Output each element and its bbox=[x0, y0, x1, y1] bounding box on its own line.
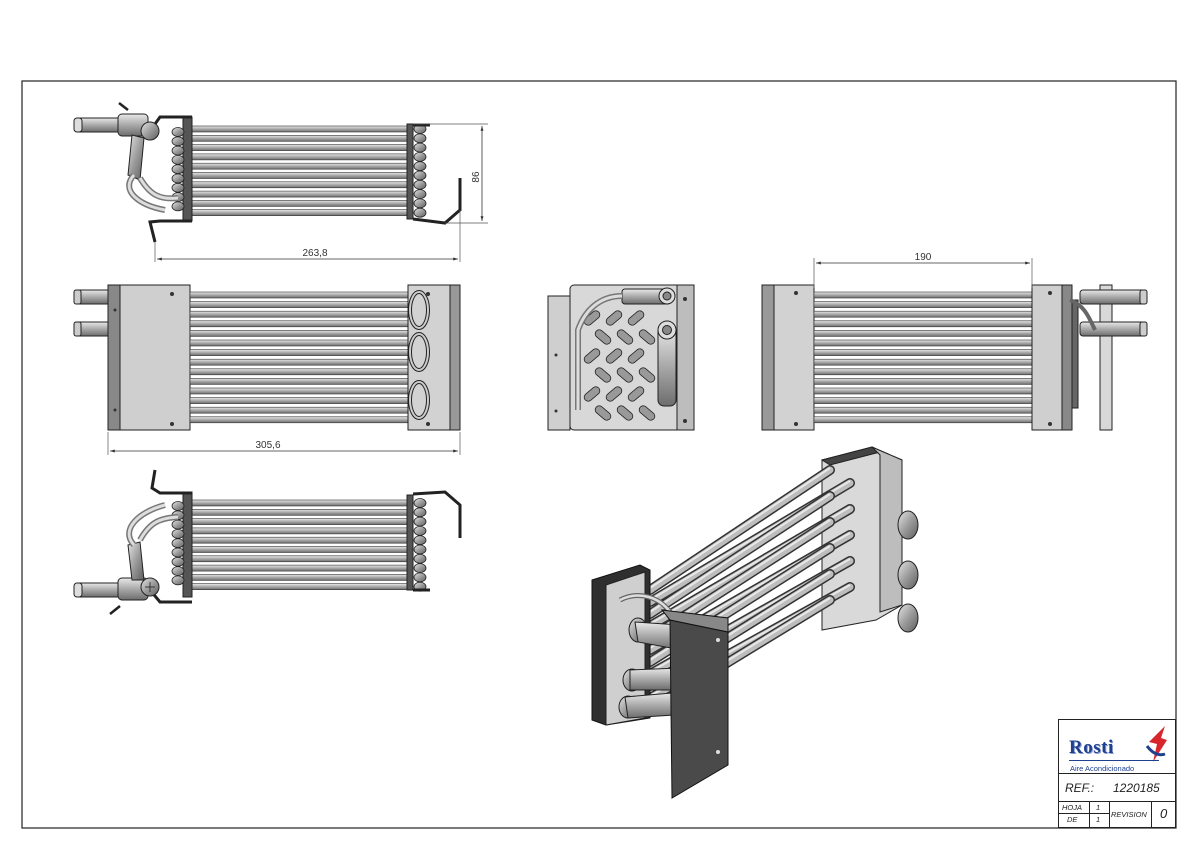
ref-label: REF.: bbox=[1065, 781, 1095, 795]
right-view: 190 bbox=[761, 252, 1148, 431]
ref-value: 1220185 bbox=[1113, 781, 1160, 795]
logo-area: Rosti Aire Acondicionado bbox=[1059, 720, 1175, 774]
dim-length-263-8: 263,8 bbox=[302, 248, 327, 259]
brand-name: Rosti bbox=[1069, 737, 1114, 758]
brand-subtitle: Aire Acondicionado bbox=[1070, 764, 1135, 773]
top-view-tubes bbox=[189, 125, 411, 216]
title-block: Rosti Aire Acondicionado REF.: 1220185 H… bbox=[1058, 719, 1176, 828]
dim-length-305-6: 305,6 bbox=[255, 440, 280, 451]
dim-length-190: 190 bbox=[915, 252, 932, 263]
side-view bbox=[547, 284, 695, 431]
sheet-value: 1 bbox=[1096, 803, 1101, 812]
front-view: 305,6 bbox=[73, 284, 461, 455]
revision-value: 0 bbox=[1160, 806, 1168, 821]
of-value: 1 bbox=[1096, 815, 1101, 824]
sheet-border bbox=[21, 80, 1177, 829]
of-label: DE bbox=[1067, 815, 1078, 824]
rosti-logo-icon bbox=[1145, 726, 1167, 762]
ref-row: REF.: 1220185 bbox=[1059, 773, 1175, 802]
revision-label: REVISION bbox=[1111, 810, 1147, 819]
dim-height-86: 86 bbox=[471, 171, 482, 183]
sheet-row: HOJA 1 DE 1 REVISION 0 bbox=[1059, 801, 1175, 827]
isometric-view bbox=[591, 446, 919, 799]
bottom-view bbox=[73, 469, 462, 615]
top-view: 86 263,8 bbox=[73, 102, 488, 262]
sheet-label: HOJA bbox=[1062, 803, 1083, 812]
